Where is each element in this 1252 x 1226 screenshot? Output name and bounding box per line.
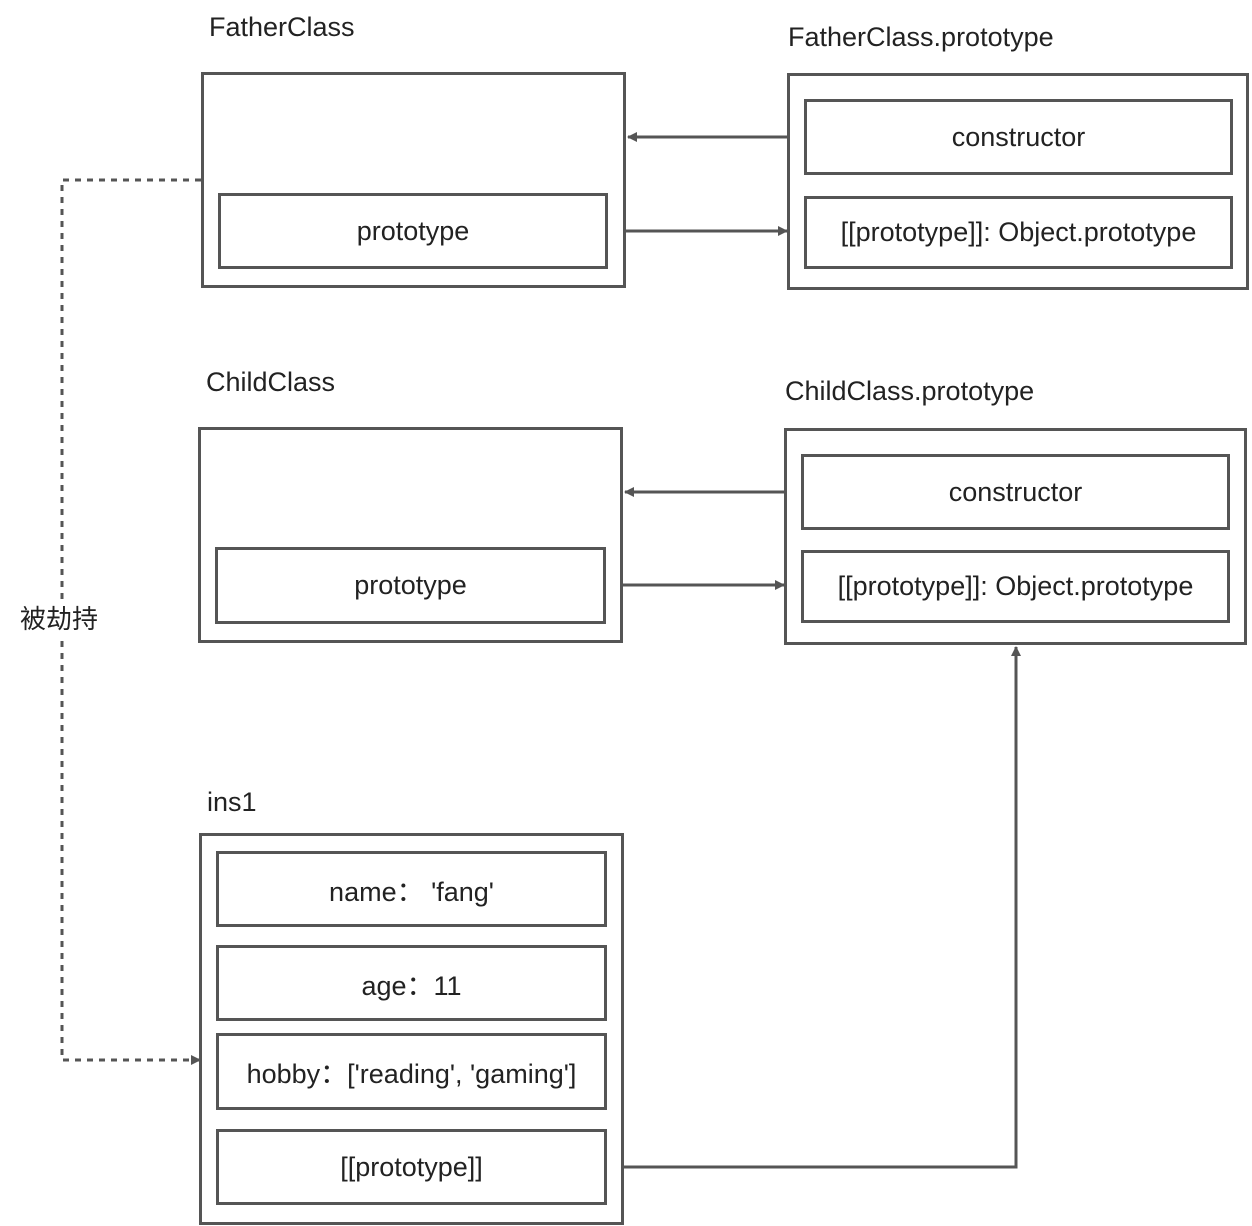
child-proto-link-cell: [[prototype]]: Object.prototype	[801, 550, 1230, 623]
instance-field-hobby: hobby：['reading', 'gaming']	[216, 1033, 607, 1110]
hijack-label: 被劫持	[20, 602, 99, 636]
father-proto-link-cell: [[prototype]]: Object.prototype	[804, 196, 1233, 269]
father-class-title: FatherClass	[209, 12, 355, 42]
father-proto-title: FatherClass.prototype	[788, 22, 1054, 52]
instance-field-age: age：11	[216, 945, 607, 1021]
child-constructor-cell: constructor	[801, 454, 1230, 530]
instance-field-name: name： 'fang'	[216, 851, 607, 927]
child-proto-title: ChildClass.prototype	[785, 376, 1035, 406]
father-prototype-cell: prototype	[218, 193, 608, 269]
child-prototype-cell: prototype	[215, 547, 606, 624]
father-constructor-cell: constructor	[804, 99, 1233, 175]
instance-title: ins1	[207, 787, 257, 817]
instance-proto-cell: [[prototype]]	[216, 1129, 607, 1205]
child-class-title: ChildClass	[206, 367, 336, 397]
instance-proto-arrow	[605, 646, 1021, 1169]
